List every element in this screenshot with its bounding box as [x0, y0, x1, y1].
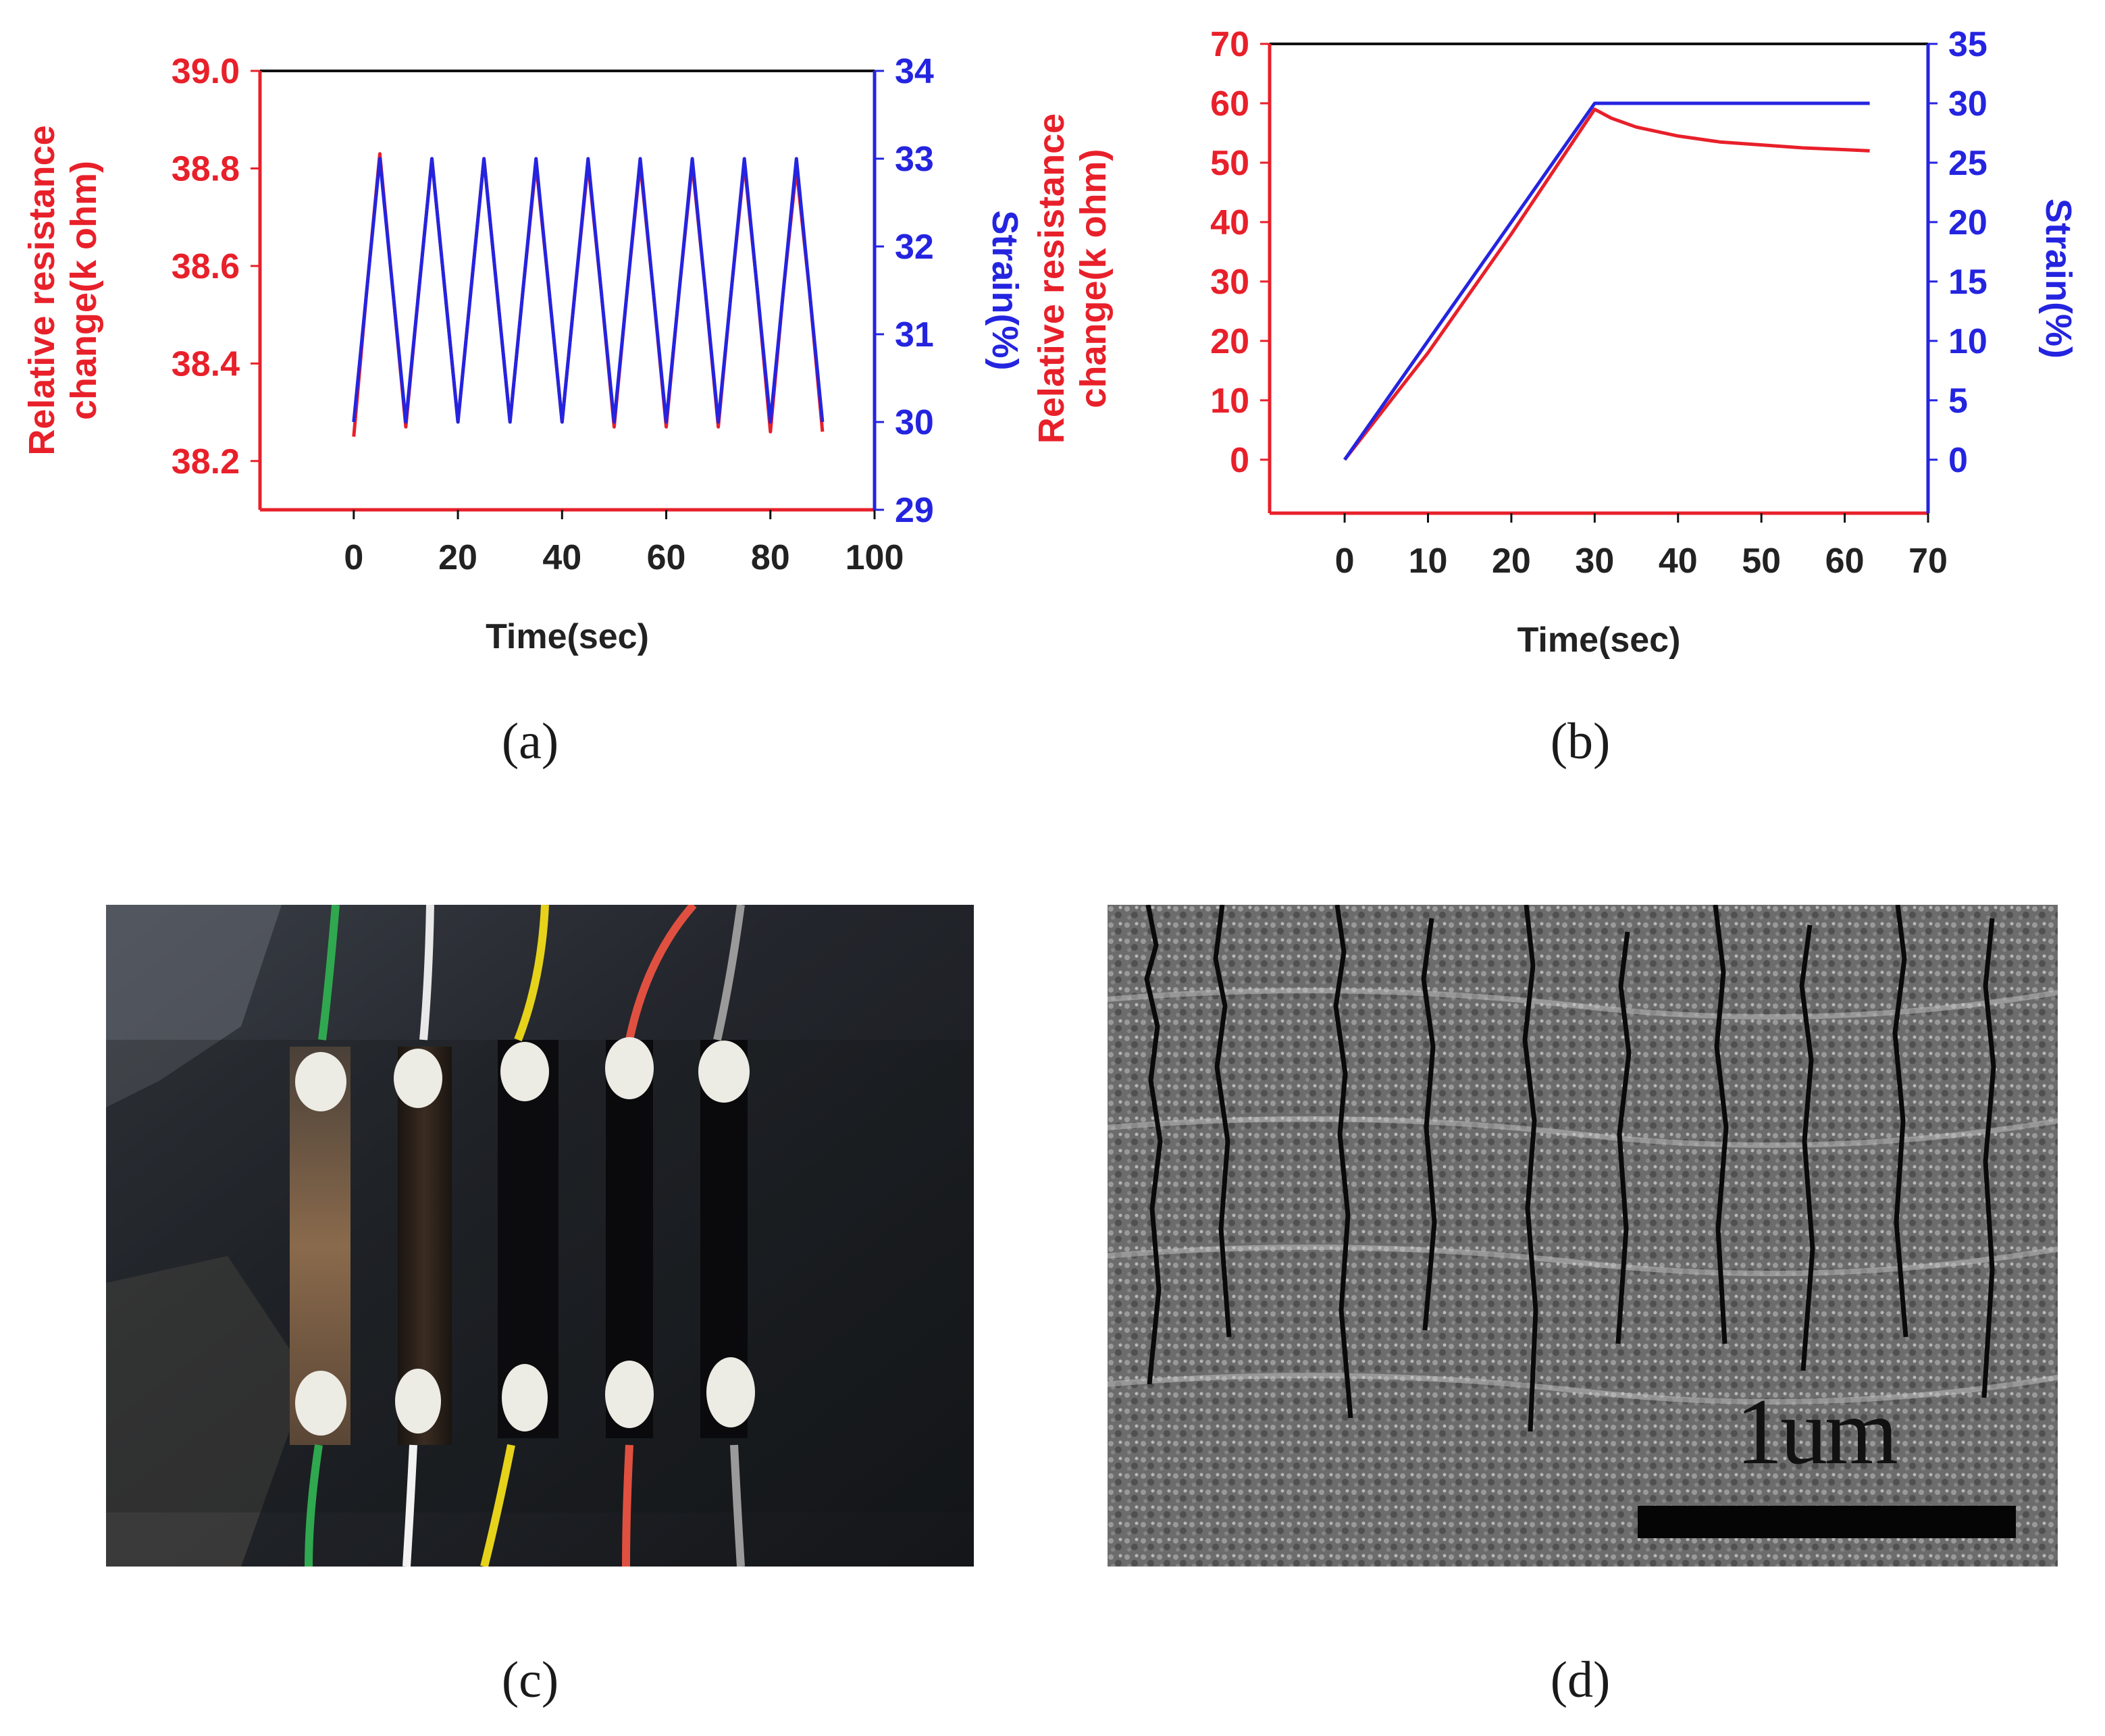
sem-texture — [1108, 905, 2058, 1567]
chart-b-y2-tick-label: 25 — [1948, 144, 1987, 183]
chart-a-y2-axis-label: Strain(%) — [985, 210, 1025, 370]
chart-b-y2-tick-label: 30 — [1948, 84, 1987, 124]
chart-b-y2-tick-label: 10 — [1948, 322, 1987, 361]
chart-b-y2-tick-label: 20 — [1948, 203, 1987, 242]
chart-a-x-tick-label: 0 — [344, 538, 363, 577]
chart-a-series-strain — [352, 157, 825, 424]
chart-b-x-tick-label: 30 — [1575, 542, 1614, 581]
chart-b-x-tick-label: 50 — [1742, 542, 1781, 581]
chart-b-y-tick-label: 60 — [1210, 84, 1249, 124]
chart-a-y-tick-label: 39.0 — [172, 52, 240, 91]
panel-label-b: (b) — [1550, 713, 1611, 770]
chart-b-x-tick-label: 60 — [1825, 542, 1865, 581]
chart-a-y-axis-label: Relative resistance — [22, 125, 62, 455]
chart-b-y-tick-label: 70 — [1210, 25, 1249, 64]
chart-a-y2-tick-label: 33 — [895, 140, 934, 179]
chart-b-y-axis-label: change(k ohm) — [1073, 149, 1114, 408]
chart-a-y2-tick-label: 29 — [895, 491, 934, 530]
chart-a-y-tick-label: 38.2 — [172, 442, 240, 481]
chart-b-y2-tick-label: 15 — [1948, 263, 1987, 302]
chart-b-x-tick-label: 70 — [1908, 542, 1948, 581]
scale-bar — [1638, 1506, 2016, 1538]
chart-a-y2-tick-label: 34 — [895, 52, 934, 91]
strain-sensor-photo — [106, 905, 974, 1567]
chart-a-x-axis-label: Time(sec) — [486, 617, 649, 656]
chart-b-y2-tick-label: 5 — [1948, 382, 1968, 421]
chart-b-y-tick-label: 0 — [1230, 441, 1249, 480]
chart-b-x-tick-label: 10 — [1409, 542, 1448, 581]
panel-label-a: (a) — [501, 713, 559, 770]
panel-label-c: (c) — [501, 1652, 559, 1708]
chart-b-x-tick-label: 0 — [1335, 542, 1355, 581]
chart-a-y2-tick-label: 32 — [895, 228, 934, 267]
chart-a-x-tick-label: 100 — [846, 538, 904, 577]
chart-a-series-resistance — [352, 152, 825, 437]
chart-b-y2-tick-label: 35 — [1948, 25, 1987, 64]
chart-b-y-tick-label: 20 — [1210, 322, 1249, 361]
chart-a-x-tick-label: 40 — [542, 538, 581, 577]
chart-b-series-resistance — [1343, 107, 1870, 461]
chart-a-y-tick-label: 38.8 — [172, 149, 240, 188]
chart-a-x-tick-label: 20 — [438, 538, 477, 577]
chart-a-y2-tick-label: 31 — [895, 315, 934, 354]
chart-a-y-tick-label: 38.6 — [172, 247, 240, 286]
chart-a-x-tick-label: 60 — [647, 538, 686, 577]
chart-b-y-tick-label: 40 — [1210, 203, 1249, 242]
chart-b-y2-tick-label: 0 — [1948, 441, 1968, 480]
chart-b-x-axis-label: Time(sec) — [1517, 621, 1681, 660]
chart-b-y-axis-label: Relative resistance — [1031, 113, 1072, 444]
photo-illustration — [106, 905, 974, 1567]
chart-a-y-axis-label: change(k ohm) — [63, 161, 104, 420]
panel-label-d: (d) — [1550, 1652, 1611, 1708]
chart-a-y2-tick-label: 30 — [895, 403, 934, 442]
chart-a-x-tick-label: 80 — [751, 538, 790, 577]
chart-b-x-tick-label: 20 — [1492, 542, 1531, 581]
chart-a-y-tick-label: 38.4 — [172, 344, 240, 384]
sem-micrograph: 1um — [1108, 905, 2058, 1567]
chart-b-series-strain — [1343, 101, 1870, 461]
chart-b-y2-axis-label: Strain(%) — [2038, 199, 2079, 359]
scale-bar-label: 1um — [1736, 1379, 1898, 1484]
chart-b-x-tick-label: 40 — [1659, 542, 1698, 581]
chart-b-y-tick-label: 10 — [1210, 382, 1249, 421]
chart-b-y-tick-label: 50 — [1210, 144, 1249, 183]
chart-b-y-tick-label: 30 — [1210, 263, 1249, 302]
